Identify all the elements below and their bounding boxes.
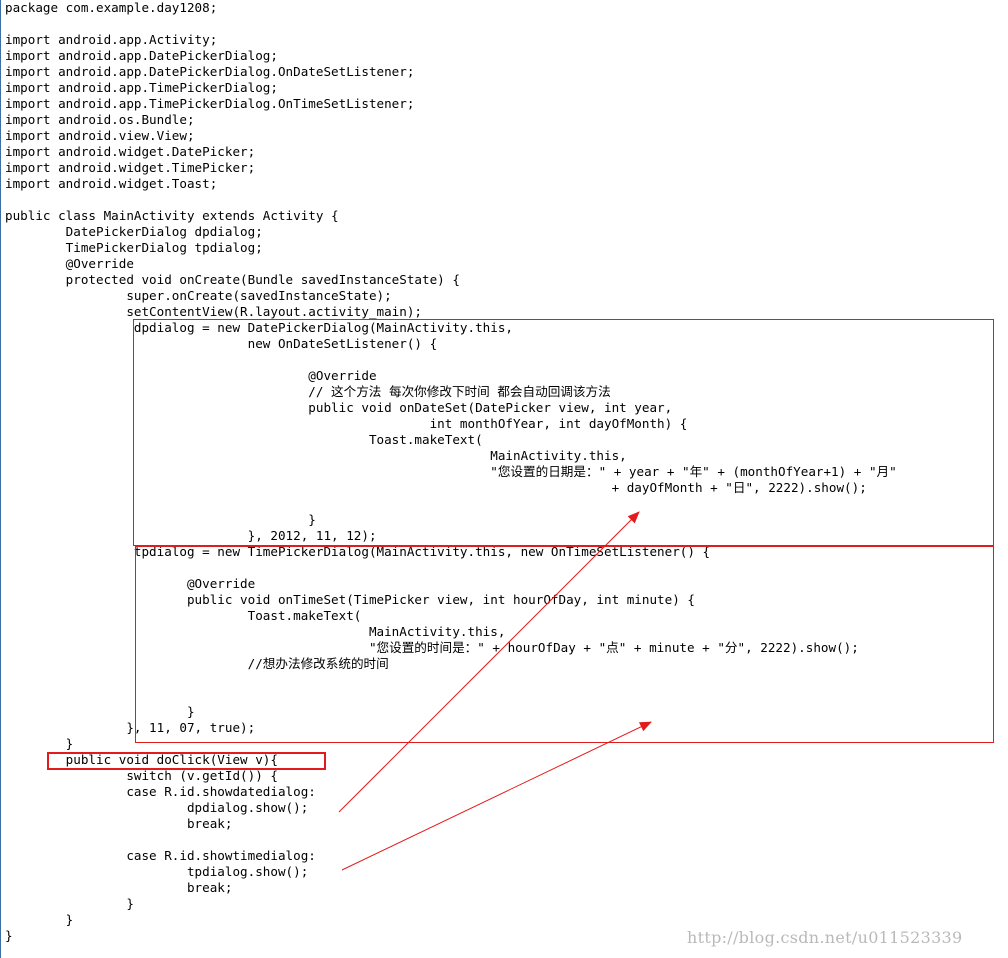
code-line: } — [5, 512, 316, 527]
code-line: MainActivity.this, — [5, 448, 627, 463]
code-line: } — [5, 704, 195, 719]
code-line: break; — [5, 816, 233, 831]
code-line: "您设置的时间是：" + hourOfDay + "点" + minute + … — [5, 640, 859, 655]
code-line: import android.app.TimePickerDialog; — [5, 80, 278, 95]
code-line: @Override — [5, 256, 134, 271]
code-line: import android.widget.DatePicker; — [5, 144, 256, 159]
code-line: @Override — [5, 368, 377, 383]
code-line: import android.app.TimePickerDialog.OnTi… — [5, 96, 415, 111]
code-line: setContentView(R.layout.activity_main); — [5, 304, 423, 319]
code-line: } — [5, 912, 74, 927]
code-line: TimePickerDialog tpdialog; — [5, 240, 263, 255]
code-line: dpdialog = new DatePickerDialog(MainActi… — [5, 320, 513, 335]
code-line: public void onTimeSet(TimePicker view, i… — [5, 592, 695, 607]
code-line: switch (v.getId()) { — [5, 768, 278, 783]
code-line: @Override — [5, 576, 256, 591]
code-line: } — [5, 928, 13, 943]
code-line: import android.os.Bundle; — [5, 112, 195, 127]
code-line: Toast.makeText( — [5, 608, 362, 623]
code-line: Toast.makeText( — [5, 432, 483, 447]
code-line: import android.widget.Toast; — [5, 176, 218, 191]
code-line: super.onCreate(savedInstanceState); — [5, 288, 392, 303]
code-line: case R.id.showdatedialog: — [5, 784, 316, 799]
code-line: import android.app.DatePickerDialog.OnDa… — [5, 64, 415, 79]
code-line: import android.view.View; — [5, 128, 195, 143]
watermark: http://blog.csdn.net/u011523339 — [687, 928, 963, 947]
code-line: }, 11, 07, true); — [5, 720, 256, 735]
code-line: } — [5, 736, 74, 751]
code-line: case R.id.showtimedialog: — [5, 848, 316, 863]
code-line: dpdialog.show(); — [5, 800, 309, 815]
code-line: "您设置的日期是：" + year + "年" + (monthOfYear+1… — [5, 464, 897, 479]
code-line: tpdialog = new TimePickerDialog(MainActi… — [5, 544, 711, 559]
code-line: + dayOfMonth + "日", 2222).show(); — [5, 480, 867, 495]
code-line: import android.app.DatePickerDialog; — [5, 48, 278, 63]
code-line: package com.example.day1208; — [5, 0, 218, 15]
code-line: public void onDateSet(DatePicker view, i… — [5, 400, 673, 415]
code-line: protected void onCreate(Bundle savedInst… — [5, 272, 460, 287]
code-line: //想办法修改系统的时间 — [5, 656, 389, 671]
code-line: import android.widget.TimePicker; — [5, 160, 256, 175]
code-line: MainActivity.this, — [5, 624, 506, 639]
code-line: }, 2012, 11, 12); — [5, 528, 377, 543]
code-line: public void doClick(View v){ — [5, 752, 278, 767]
code-line: import android.app.Activity; — [5, 32, 218, 47]
code-line: // 这个方法 每次你修改下时间 都会自动回调该方法 — [5, 384, 611, 399]
code-line: public class MainActivity extends Activi… — [5, 208, 339, 223]
code-line: new OnDateSetListener() { — [5, 336, 438, 351]
code-line: break; — [5, 880, 233, 895]
code-line: tpdialog.show(); — [5, 864, 309, 879]
arrow-time-case-to-dialog — [341, 721, 652, 871]
code-line: int monthOfYear, int dayOfMonth) { — [5, 416, 688, 431]
code-line: DatePickerDialog dpdialog; — [5, 224, 263, 239]
code-line: } — [5, 896, 134, 911]
